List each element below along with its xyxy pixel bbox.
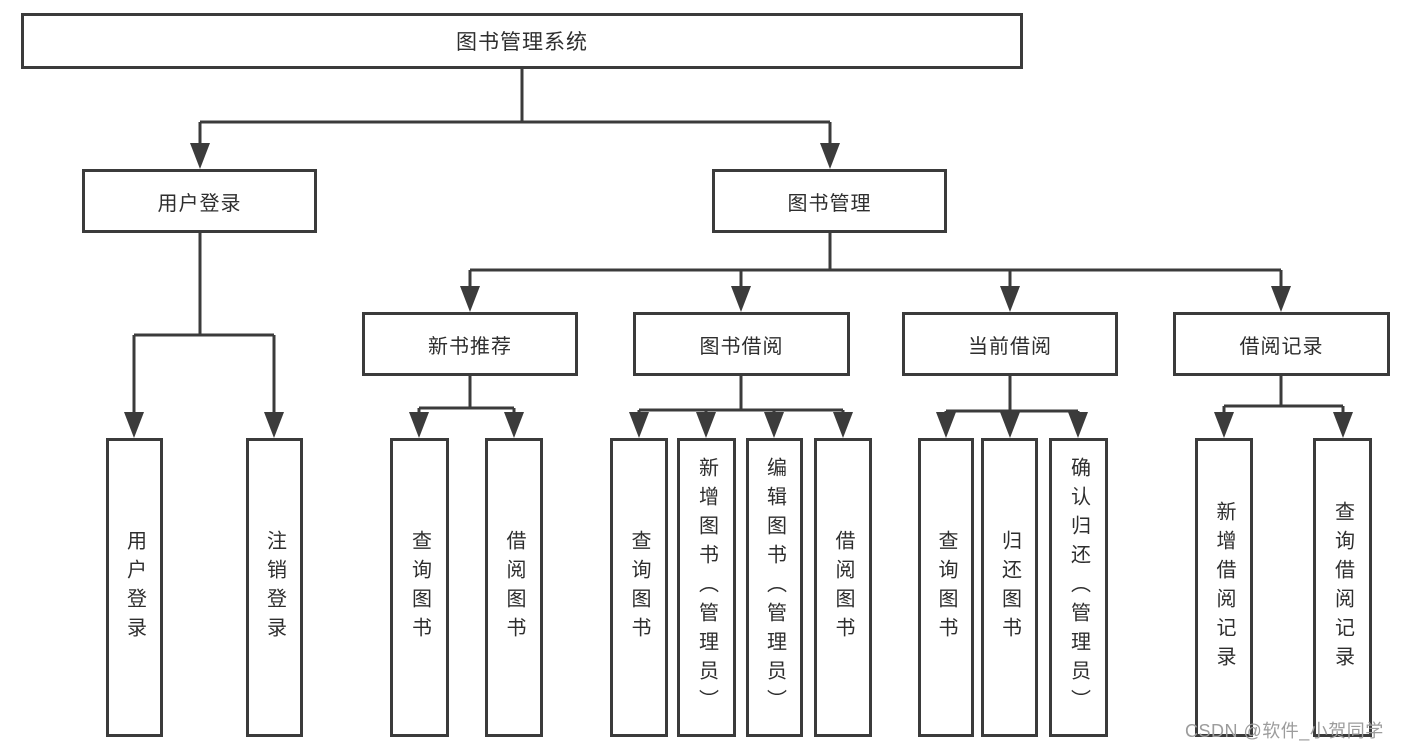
- node-label: 查询图书: [628, 529, 650, 646]
- node-label: 借阅图书: [832, 529, 854, 646]
- arrow-head-icon: [936, 412, 956, 438]
- node-query-books-current: 查询图书: [918, 438, 974, 737]
- arrow-head-icon: [190, 143, 210, 169]
- arrow-head-icon: [1214, 412, 1234, 438]
- node-current-borrowing: 当前借阅: [902, 312, 1118, 376]
- arrow-head-icon: [409, 412, 429, 438]
- node-user-login-leaf: 用户登录: [106, 438, 163, 737]
- arrow-head-icon: [504, 412, 524, 438]
- node-user-login: 用户登录: [82, 169, 317, 233]
- node-label: 查询图书: [408, 529, 431, 646]
- node-new-book-recommendation: 新书推荐: [362, 312, 578, 376]
- arrow-head-icon: [1068, 412, 1088, 438]
- node-edit-book-admin: 编辑图书（管理员）: [746, 438, 803, 737]
- arrow-head-icon: [460, 286, 480, 312]
- node-query-books-borrowing: 查询图书: [610, 438, 668, 737]
- arrow-head-icon: [820, 143, 840, 169]
- node-label: 编辑图书（管理员）: [763, 457, 786, 718]
- node-return-books: 归还图书: [981, 438, 1038, 737]
- arrow-head-icon: [1000, 412, 1020, 438]
- node-label: 新增借阅记录: [1213, 500, 1235, 675]
- arrow-head-icon: [833, 412, 853, 438]
- node-query-borrow-record: 查询借阅记录: [1313, 438, 1372, 737]
- node-add-book-admin: 新增图书（管理员）: [677, 438, 736, 737]
- arrow-head-icon: [124, 412, 144, 438]
- arrow-head-icon: [1000, 286, 1020, 312]
- node-borrow-books-borrowing: 借阅图书: [814, 438, 872, 737]
- node-borrow-books-recommend: 借阅图书: [485, 438, 543, 737]
- arrow-head-icon: [264, 412, 284, 438]
- arrow-head-icon: [1271, 286, 1291, 312]
- node-add-borrow-record: 新增借阅记录: [1195, 438, 1253, 737]
- node-label: 注销登录: [263, 529, 286, 646]
- node-book-borrowing: 图书借阅: [633, 312, 850, 376]
- arrow-head-icon: [731, 286, 751, 312]
- watermark-text: CSDN @软件_小贺同学: [1185, 721, 1384, 741]
- node-label: 归还图书: [998, 529, 1021, 646]
- node-library-management-system: 图书管理系统: [21, 13, 1023, 69]
- node-label: 用户登录: [123, 529, 146, 646]
- node-logout: 注销登录: [246, 438, 303, 737]
- connector-path: [132, 69, 1345, 432]
- arrow-head-icon: [629, 412, 649, 438]
- node-label: 确认归还（管理员）: [1067, 457, 1090, 718]
- node-query-books-recommend: 查询图书: [390, 438, 449, 737]
- node-borrowing-records: 借阅记录: [1173, 312, 1390, 376]
- arrow-head-icon: [696, 412, 716, 438]
- arrow-head-icon: [764, 412, 784, 438]
- node-label: 借阅图书: [503, 529, 525, 646]
- node-label: 新增图书（管理员）: [695, 457, 718, 718]
- arrow-heads: [124, 143, 1353, 438]
- node-book-management: 图书管理: [712, 169, 947, 233]
- node-label: 查询图书: [935, 529, 957, 646]
- node-label: 查询借阅记录: [1331, 500, 1354, 675]
- node-confirm-return-admin: 确认归还（管理员）: [1049, 438, 1108, 737]
- arrow-head-icon: [1333, 412, 1353, 438]
